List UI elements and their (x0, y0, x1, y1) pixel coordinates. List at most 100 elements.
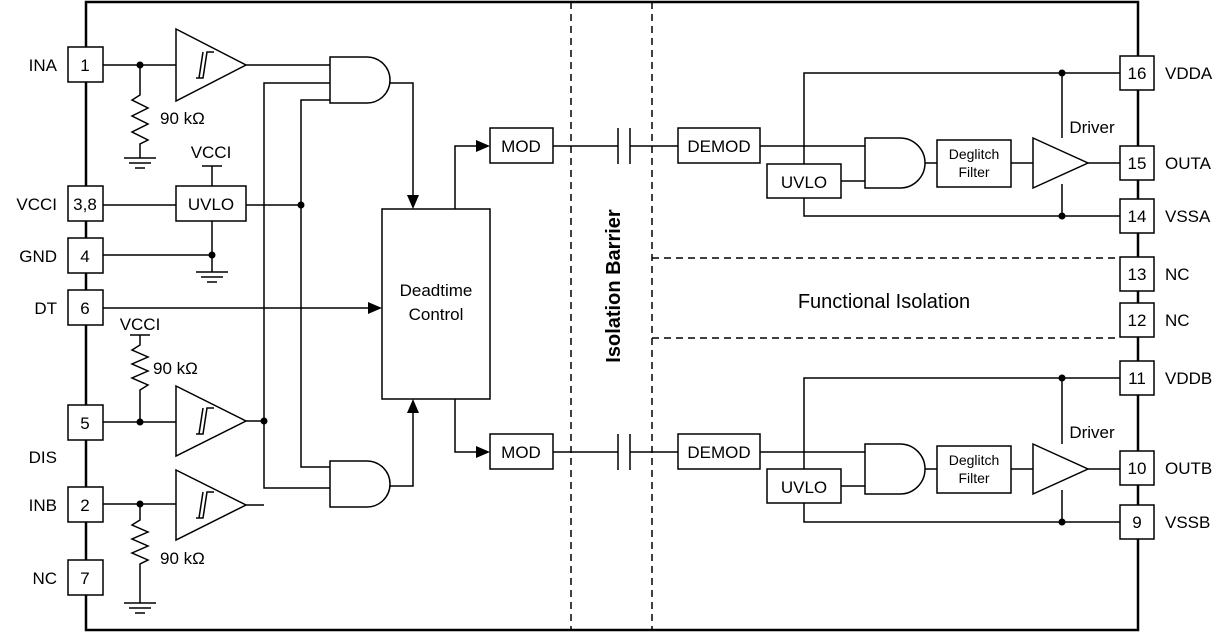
inb-input-path: 90 kΩ (103, 500, 205, 614)
pin-name: NC (32, 569, 57, 588)
pin-number: 4 (80, 247, 89, 266)
mod-block-b (489, 433, 554, 470)
pin-14: 14 VSSA (1119, 198, 1211, 234)
pin-number: 7 (80, 569, 89, 588)
uvlo-label: UVLO (781, 478, 827, 497)
uvlo-label: UVLO (188, 195, 234, 214)
pin-name: NC (1165, 311, 1190, 330)
pin-number: 12 (1128, 311, 1147, 330)
pin-number: 15 (1128, 154, 1147, 173)
resistor-label: 90 kΩ (153, 359, 198, 378)
vdda-vssa-rails (803, 69, 1120, 220)
wire-dis-to-gates (263, 82, 330, 489)
pin-2: 2 INB (29, 486, 104, 523)
demod-label: DEMOD (687, 443, 750, 462)
pin-name: NC (1165, 265, 1190, 284)
demod-block-a (677, 127, 761, 164)
isolation-capacitor-a (553, 128, 678, 164)
pin-name: GND (19, 247, 57, 266)
demod-label: DEMOD (687, 137, 750, 156)
and-gate-b (329, 460, 391, 508)
vddb-vssb-rails (803, 374, 1120, 526)
driver-b (1032, 442, 1090, 496)
pin-16: 16 VDDA (1119, 55, 1213, 91)
driver-a (1032, 136, 1090, 190)
deglitch-label-line1: Deglitch (949, 146, 1000, 162)
wire-and-b-to-deadtime (390, 408, 414, 487)
pin-number: 14 (1128, 207, 1147, 226)
deadtime-control-block (381, 208, 491, 400)
pin-number: 6 (80, 299, 89, 318)
pin-number: 13 (1128, 265, 1147, 284)
pin-number: 16 (1128, 64, 1147, 83)
deglitch-label-line2: Filter (958, 470, 989, 486)
pin-name: INB (29, 496, 57, 515)
pin-1: 1 INA (29, 46, 104, 83)
uvlo-block-b (766, 468, 842, 504)
pin-name: DT (34, 299, 57, 318)
pin-3-8: 3,8 VCCI (16, 185, 104, 222)
and-gate-out-b (864, 443, 926, 495)
pin-name: VDDA (1165, 64, 1213, 83)
resistor-label: 90 kΩ (160, 549, 205, 568)
pin-name: OUTB (1165, 459, 1212, 478)
pin-number: 9 (1132, 513, 1141, 532)
deadtime-label-line1: Deadtime (400, 281, 473, 300)
pin-name: VSSB (1165, 513, 1210, 532)
deglitch-filter-a (936, 139, 1012, 188)
pin-name: VCCI (16, 195, 57, 214)
uvlo-block-a (766, 163, 842, 199)
deglitch-label-line2: Filter (958, 164, 989, 180)
uvlo-block-left (175, 185, 247, 222)
pin-9: 9 VSSB (1119, 504, 1210, 540)
deadtime-label-line2: Control (409, 305, 464, 324)
isolation-barrier-label: Isolation Barrier (603, 209, 625, 363)
deglitch-label-line1: Deglitch (949, 452, 1000, 468)
pin-name: DIS (29, 448, 57, 467)
uvlo-label: UVLO (781, 173, 827, 192)
pin-name: VDDB (1165, 369, 1212, 388)
isolation-capacitor-b (553, 434, 678, 470)
pin-number: 11 (1128, 369, 1146, 388)
mod-label: MOD (501, 443, 541, 462)
pin-name: VSSA (1165, 207, 1211, 226)
pin-5: 5 DIS (29, 404, 104, 467)
pin-11: 11 VDDB (1119, 360, 1212, 396)
deglitch-filter-b (936, 445, 1012, 494)
driver-label: Driver (1069, 423, 1115, 442)
pin-12: 12 NC (1119, 302, 1190, 338)
arrow-and-a-to-deadtime (407, 195, 419, 209)
ina-input-path: 90 kΩ (103, 61, 205, 169)
schmitt-buffer-b (175, 468, 248, 542)
pin-number: 10 (1128, 459, 1147, 478)
pin-name: OUTA (1165, 154, 1212, 173)
arrow-mod-b (476, 446, 490, 458)
pin-4: 4 GND (19, 237, 104, 274)
pin-13: 13 NC (1119, 256, 1190, 292)
pin-10: 10 OUTB (1119, 450, 1212, 486)
resistor-label: 90 kΩ (160, 109, 205, 128)
pin-15: 15 OUTA (1119, 145, 1212, 181)
vcci-label: VCCI (120, 315, 161, 334)
dis-input-path: VCCI 90 kΩ (103, 315, 198, 426)
wire-deadtime-to-mod-b (454, 399, 480, 453)
demod-block-b (677, 433, 761, 470)
and-gate-a (329, 56, 391, 104)
arrow-and-b-to-deadtime (407, 399, 419, 413)
schmitt-buffer-a (175, 27, 248, 103)
driver-label: Driver (1069, 118, 1115, 137)
pin-number: 2 (80, 496, 89, 515)
vcci-uvlo-left: UVLO VCCI (103, 143, 305, 222)
junction-dis (260, 417, 268, 425)
arrow-mod-a (476, 140, 490, 152)
vcci-label: VCCI (191, 143, 232, 162)
wire-deadtime-to-mod-a (454, 145, 480, 209)
functional-isolation-label: Functional Isolation (798, 291, 970, 313)
pin-number: 1 (80, 56, 89, 75)
wire-and-a-to-deadtime (390, 82, 414, 200)
and-gate-out-a (864, 137, 926, 189)
pin-number: 5 (80, 414, 89, 433)
gnd-path (103, 221, 228, 283)
pin-6: 6 DT (34, 289, 104, 326)
